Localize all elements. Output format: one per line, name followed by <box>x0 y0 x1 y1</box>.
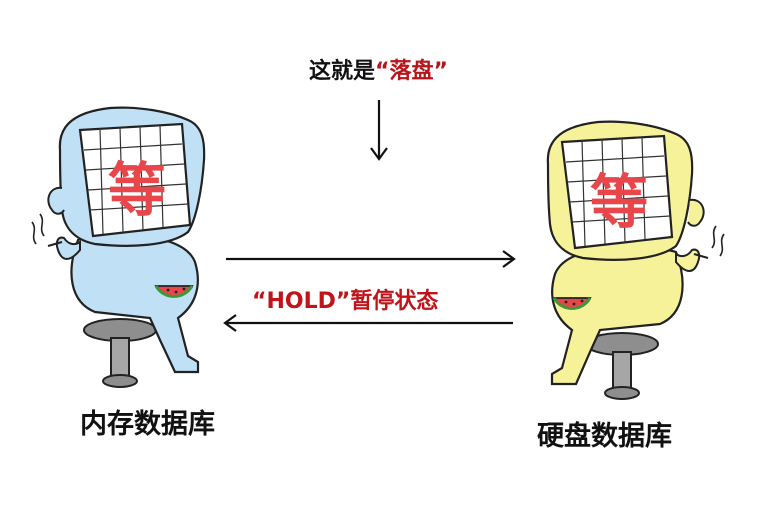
top-caption: 这就是“落盘” <box>0 53 757 85</box>
down-arrow <box>370 100 388 161</box>
screen-right: 等 <box>560 134 674 250</box>
hold-state-label: “HOLD”暂停状态 <box>252 289 439 314</box>
watermelon-right-icon <box>552 297 592 310</box>
memory-database-character: 等 <box>31 106 206 388</box>
screen-text-left: 等 <box>108 156 166 224</box>
disk-database-character: 等 <box>546 120 725 400</box>
screen-text-right: 等 <box>590 168 648 236</box>
screen-left: 等 <box>78 122 192 238</box>
stool-right <box>585 332 659 400</box>
left-arrow <box>223 314 513 332</box>
right-arrow <box>226 250 516 268</box>
watermelon-left-icon <box>154 285 194 298</box>
caption-prefix: 这就是 <box>309 59 376 84</box>
memory-database-label: 内存数据库 <box>80 409 215 440</box>
caption-highlight: “落盘” <box>375 59 448 84</box>
stool-left <box>83 318 157 388</box>
disk-database-label: 硬盘数据库 <box>537 421 672 452</box>
